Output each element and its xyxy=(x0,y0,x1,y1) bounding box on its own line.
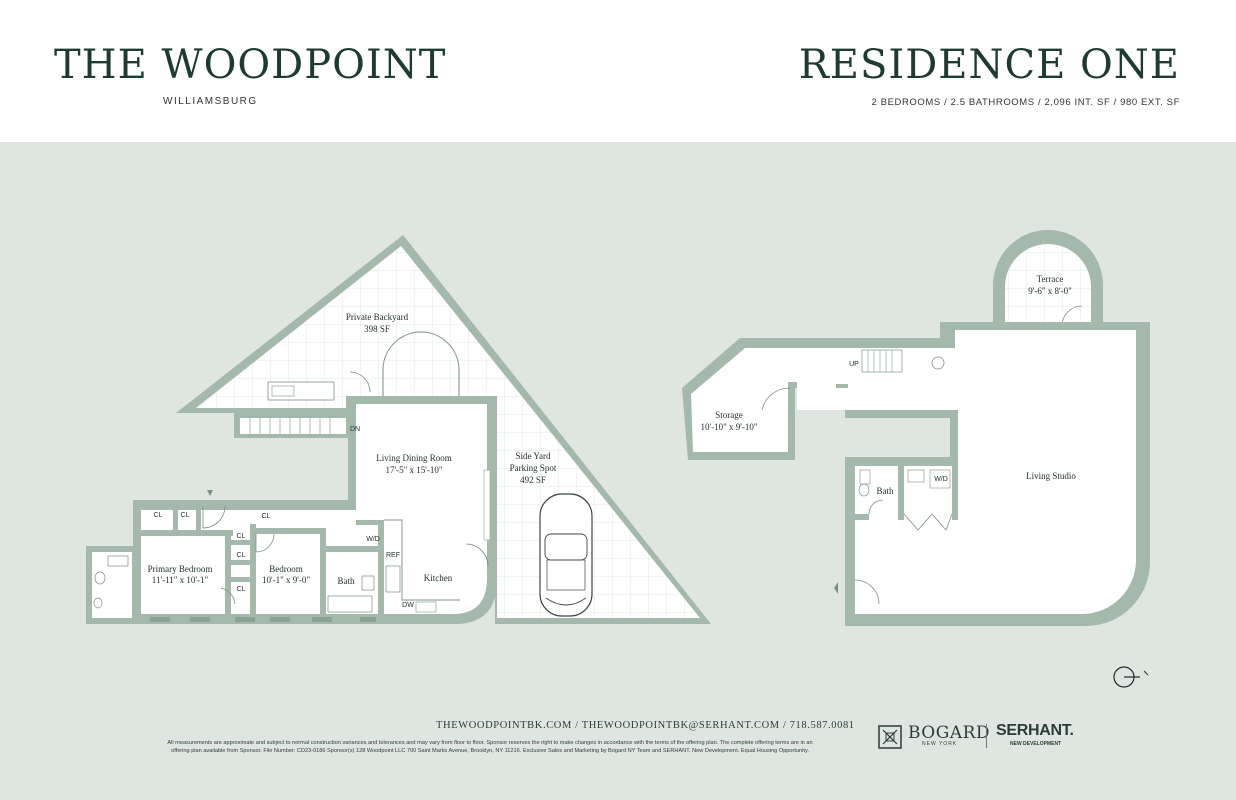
water-heater-icon xyxy=(931,356,945,370)
interior-walls xyxy=(133,500,384,614)
bogard-logo-text: BOGARD xyxy=(908,723,991,743)
kitchen-label: Kitchen xyxy=(424,573,453,583)
bedroom-dims: 10'-1" x 9'-0" xyxy=(262,575,310,585)
primary-bath-floor xyxy=(92,552,132,618)
side-yard-floor xyxy=(497,396,700,618)
header: THE WOODPOINT WILLIAMSBURG RESIDENCE ONE… xyxy=(0,0,1236,142)
private-backyard-area: 398 SF xyxy=(364,324,390,334)
kitchen-counter xyxy=(384,519,460,601)
floor-plan-drawing: Private Backyard 398 SF Living Dining Ro… xyxy=(86,230,1150,688)
living-studio-label: Living Studio xyxy=(1026,471,1076,481)
facade-windows xyxy=(150,617,376,622)
primary-bedroom-dims: 11'-11" x 10'-1" xyxy=(152,575,209,585)
car-icon xyxy=(539,493,593,617)
up-stair-label: UP xyxy=(849,361,859,368)
serhant-logo-subtext: NEW DEVELOPMENT xyxy=(1010,741,1062,747)
stair-floor xyxy=(240,418,346,434)
closet-label-5: CL xyxy=(237,552,246,559)
living-dining-label: Living Dining Room xyxy=(376,453,452,463)
side-yard-label: Side Yard xyxy=(515,451,551,461)
backyard-bench xyxy=(267,381,335,401)
terrace-dims: 9'-6" x 8'-0" xyxy=(1028,286,1072,296)
closet-label-6: CL xyxy=(237,586,246,593)
stair-treads xyxy=(249,418,331,434)
primary-bedroom-label: Primary Bedroom xyxy=(148,564,213,574)
serhant-logo-text: SERHANT. xyxy=(996,722,1074,739)
residence-specs: 2 BEDROOMS / 2.5 BATHROOMS / 2,096 INT. … xyxy=(871,97,1180,108)
north-arrow-icon xyxy=(1113,666,1149,688)
bath-tub xyxy=(327,595,373,613)
bedroom-label: Bedroom xyxy=(269,564,303,574)
bogard-logo-subtext: NEW YORK xyxy=(922,741,958,747)
dw-label: DW xyxy=(402,602,414,609)
closet-label-1: CL xyxy=(154,512,163,519)
logo-divider xyxy=(986,724,987,748)
down-stair-label: DN xyxy=(350,426,360,433)
brand-location: WILLIAMSBURG xyxy=(163,96,258,107)
upper-level-plan: Terrace 9'-6" x 8'-0" Storage 10'-10" x … xyxy=(682,230,1150,626)
lower-door-swings xyxy=(202,371,489,605)
closet-label-2: CL xyxy=(181,512,190,519)
closet-label-4: CL xyxy=(237,533,246,540)
upper-bath-label: Bath xyxy=(877,486,894,496)
closet-label-3: CL xyxy=(262,513,271,520)
residence-title: RESIDENCE ONE xyxy=(798,42,1180,88)
upper-interior-walls xyxy=(845,457,958,520)
lower-bath-label: Bath xyxy=(338,576,355,586)
ref-label: REF xyxy=(386,552,400,559)
storage-label: Storage xyxy=(715,410,743,420)
upper-main-floor xyxy=(691,330,1136,614)
parking-spot-label: Parking Spot xyxy=(510,463,557,473)
brand-title: THE WOODPOINT xyxy=(54,42,447,88)
footer-disclaimer: All measurements are approximate and sub… xyxy=(167,740,813,754)
floor-plan-area: Private Backyard 398 SF Living Dining Ro… xyxy=(0,142,1236,800)
living-dining-dims: 17'-5" x 15'-10" xyxy=(385,465,442,475)
bogard-crest-icon xyxy=(878,725,902,749)
terrace-label: Terrace xyxy=(1037,274,1064,284)
private-backyard-label: Private Backyard xyxy=(346,312,409,322)
lower-wd-label: W/D xyxy=(366,536,380,543)
footer-contact: THEWOODPOINTBK.COM / THEWOODPOINTBK@SERH… xyxy=(436,720,855,731)
upper-wd-label: W/D xyxy=(934,476,948,483)
parking-area: 492 SF xyxy=(520,475,546,485)
lower-level-plan: Private Backyard 398 SF Living Dining Ro… xyxy=(86,235,711,624)
arched-window xyxy=(382,331,460,396)
terrace-floor xyxy=(1005,244,1091,326)
storage-dims: 10'-10" x 9'-10" xyxy=(700,422,757,432)
